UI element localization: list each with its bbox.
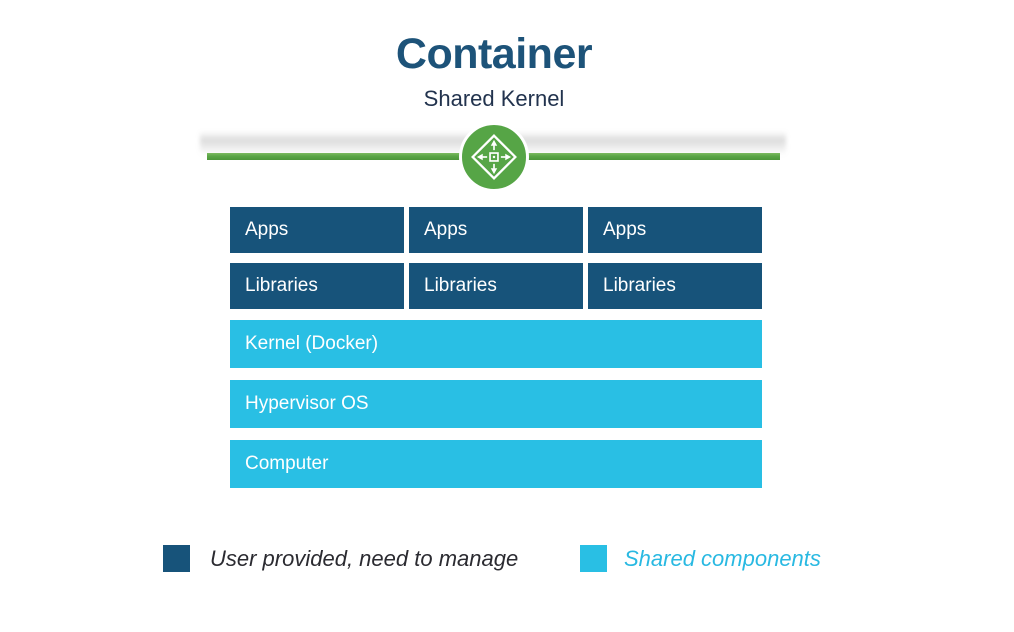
- apps-box: Apps: [588, 207, 762, 253]
- legend-label-user-provided: User provided, need to manage: [210, 546, 519, 571]
- shared-components-swatch: [580, 545, 607, 572]
- container-badge: [459, 122, 529, 192]
- page-subtitle: Shared Kernel: [423, 86, 565, 111]
- apps-box: Apps: [409, 207, 583, 253]
- computer-row: Computer: [230, 440, 762, 488]
- legend-item-shared-components: Shared components: [580, 545, 821, 572]
- apps-row: Apps Apps Apps: [230, 207, 762, 253]
- hypervisor-row: Hypervisor OS: [230, 380, 762, 428]
- kernel-row: Kernel (Docker): [230, 320, 762, 368]
- legend-label-shared-components: Shared components: [624, 546, 821, 571]
- stack: Apps Apps Apps Libraries Libraries Libra…: [230, 207, 762, 488]
- libraries-box: Libraries: [588, 263, 762, 309]
- libraries-row: Libraries Libraries Libraries: [230, 263, 762, 309]
- container-diamond-icon: [469, 132, 519, 182]
- user-provided-swatch: [163, 545, 190, 572]
- legend-item-user-provided: User provided, need to manage: [163, 545, 518, 572]
- apps-box: Apps: [230, 207, 404, 253]
- libraries-box: Libraries: [409, 263, 583, 309]
- libraries-box: Libraries: [230, 263, 404, 309]
- page-title: Container: [395, 30, 593, 78]
